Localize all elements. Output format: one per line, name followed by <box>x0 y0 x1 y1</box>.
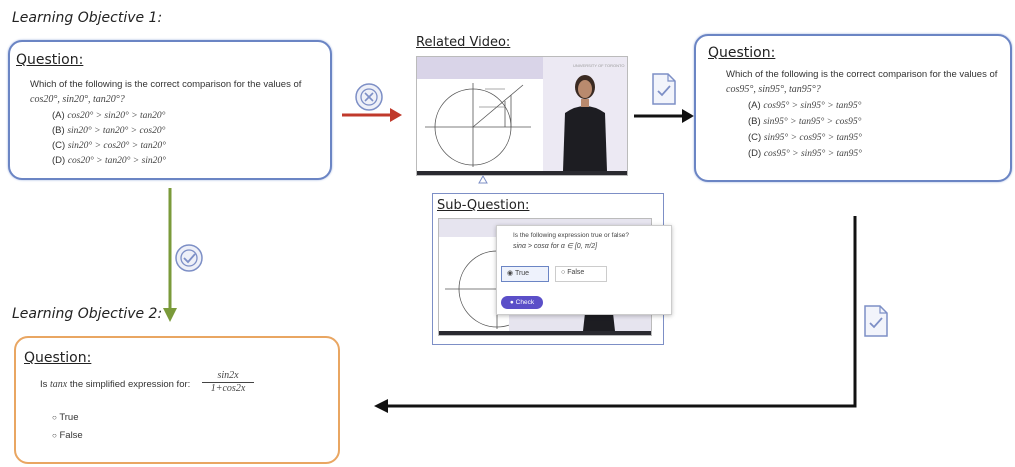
question-2-card: Question: Is tanx the simplified express… <box>14 336 340 464</box>
learning-objective-2-title: Learning Objective 2: <box>12 306 163 322</box>
video-progress-bar[interactable] <box>417 171 627 175</box>
red-arrow <box>342 108 402 122</box>
related-video-thumbnail[interactable]: UNIVERSITY OF TORONTO <box>416 56 628 176</box>
x-circle-icon <box>355 83 383 111</box>
question-3-label: Question: <box>708 45 776 61</box>
black-arrow-return <box>374 216 857 413</box>
document-check-icon <box>652 73 676 105</box>
question-3-option-b: (B) sin95° > tan95° > cos95° <box>748 116 862 127</box>
document-check-icon-2 <box>864 305 888 337</box>
question-3-option-a: (A) cos95° > sin95° > tan95° <box>748 100 862 111</box>
video-header-band <box>417 57 543 79</box>
subquestion-prompt: Is the following expression true or fals… <box>513 232 629 239</box>
presenter-figure <box>563 75 607 171</box>
learning-objective-1-title: Learning Objective 1: <box>12 10 163 26</box>
subquestion-dialog: Is the following expression true or fals… <box>496 225 672 315</box>
question-1-prompt: Which of the following is the correct co… <box>30 79 302 90</box>
subquestion-pointer <box>478 174 488 184</box>
question-1-option-c: (C) sin20° > cos20° > tan20° <box>52 140 166 151</box>
subquestion-true-option[interactable]: ◉ True <box>501 266 549 282</box>
question-2-prompt: Is tanx the simplified expression for: <box>40 379 191 390</box>
question-1-option-b: (B) sin20° > tan20° > cos20° <box>52 125 166 136</box>
question-2-option-false: ○ False <box>52 430 83 441</box>
question-1-card: Question: Which of the following is the … <box>8 40 332 180</box>
related-video-label: Related Video: <box>416 35 511 50</box>
question-1-values: cos20°, sin20°, tan20°? <box>30 94 125 105</box>
question-1-label: Question: <box>16 52 84 68</box>
black-arrow-right <box>634 109 694 123</box>
subquestion-check-button[interactable]: ● Check <box>501 296 543 309</box>
subquestion-expression: sinα > cosα for α ∈ [0, π/2] <box>513 243 598 250</box>
video-watermark: UNIVERSITY OF TORONTO <box>573 63 625 68</box>
subquestion-false-option[interactable]: ○ False <box>555 266 607 282</box>
question-2-fraction: sin2x 1+cos2x <box>202 370 254 394</box>
question-3-prompt: Which of the following is the correct co… <box>726 69 998 80</box>
video-board <box>417 79 543 171</box>
question-3-values: cos95°, sin95°, tan95°? <box>726 84 821 95</box>
check-circle-icon <box>175 244 203 272</box>
green-arrow <box>163 188 177 322</box>
subquestion-label: Sub-Question: <box>437 198 530 213</box>
question-3-card: Question: Which of the following is the … <box>694 34 1012 182</box>
question-1-option-a: (A) cos20° > sin20° > tan20° <box>52 110 166 121</box>
question-3-option-d: (D) cos95° > sin95° > tan95° <box>748 148 862 159</box>
subquestion-progress-bar[interactable] <box>439 331 651 335</box>
check-icon: ● <box>509 299 514 306</box>
question-2-label: Question: <box>24 350 92 366</box>
question-2-option-true: ○ True <box>52 412 79 423</box>
subquestion-panel: Sub-Question: Is the following expressio… <box>432 193 672 345</box>
question-1-option-d: (D) cos20° > tan20° > sin20° <box>52 155 166 166</box>
question-3-option-c: (C) sin95° > cos95° > tan95° <box>748 132 862 143</box>
unit-circle-diagram <box>425 83 531 167</box>
